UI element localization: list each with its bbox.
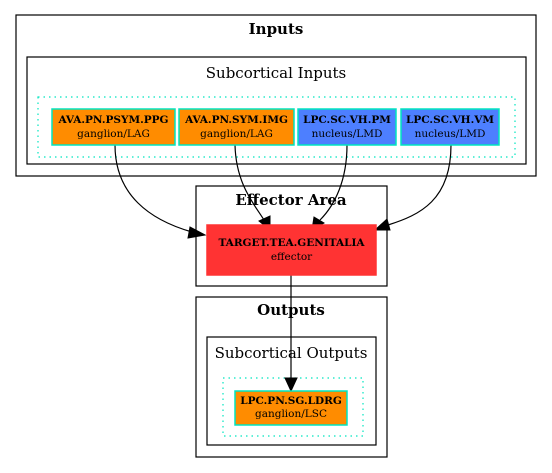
node-ava-pn-psym-ppg-type: ganglion/LAG (77, 128, 150, 140)
node-ava-pn-sym-img[interactable]: AVA.PN.SYM.IMG ganglion/LAG (178, 108, 295, 146)
cluster-subcortical-inputs-title: Subcortical Inputs (206, 64, 346, 82)
node-lpc-sc-vh-vm-name: LPC.SC.VH.VM (406, 114, 494, 126)
node-lpc-sc-vh-vm-type: nucleus/LMD (415, 128, 486, 140)
node-ava-pn-sym-img-name: AVA.PN.SYM.IMG (184, 114, 288, 126)
edge-ava-pn-sym-img-to-target (234, 144, 265, 221)
node-lpc-sc-vh-vm[interactable]: LPC.SC.VH.VM nucleus/LMD (400, 108, 500, 146)
inputs-dotted-group (37, 96, 516, 158)
cluster-effector-area-title: Effector Area (235, 191, 347, 209)
node-ava-pn-sym-img-type: ganglion/LAG (200, 128, 273, 140)
node-ava-pn-psym-ppg[interactable]: AVA.PN.PSYM.PPG ganglion/LAG (51, 108, 176, 146)
edge-ava-pn-psym-ppg-to-target (114, 144, 193, 233)
node-lpc-sc-vh-pm[interactable]: LPC.SC.VH.PM nucleus/LMD (297, 108, 397, 146)
node-target-tea-genitalia-name: TARGET.TEA.GENITALIA (218, 237, 365, 249)
node-lpc-pn-sg-ldrg[interactable]: LPC.PN.SG.LDRG ganglion/LSC (234, 390, 348, 426)
node-target-tea-genitalia[interactable]: TARGET.TEA.GENITALIA effector (206, 224, 377, 276)
edge-lpc-sc-vh-vm-to-target (387, 144, 452, 226)
node-lpc-sc-vh-pm-name: LPC.SC.VH.PM (303, 114, 391, 126)
edge-ava-pn-psym-ppg-arrowhead (187, 226, 207, 239)
edge-lpc-sc-vh-vm-arrowhead (373, 218, 391, 231)
node-lpc-pn-sg-ldrg-type: ganglion/LSC (255, 408, 327, 420)
edge-target-to-lpc-pn-sg-ldrg-arrowhead (284, 377, 298, 393)
cluster-inputs-title: Inputs (249, 20, 304, 38)
node-target-tea-genitalia-type: effector (271, 251, 313, 263)
node-lpc-pn-sg-ldrg-name: LPC.PN.SG.LDRG (240, 395, 342, 407)
node-ava-pn-psym-ppg-name: AVA.PN.PSYM.PPG (57, 114, 168, 126)
edge-lpc-sc-vh-pm-to-target (319, 144, 348, 221)
node-lpc-sc-vh-pm-type: nucleus/LMD (312, 128, 383, 140)
